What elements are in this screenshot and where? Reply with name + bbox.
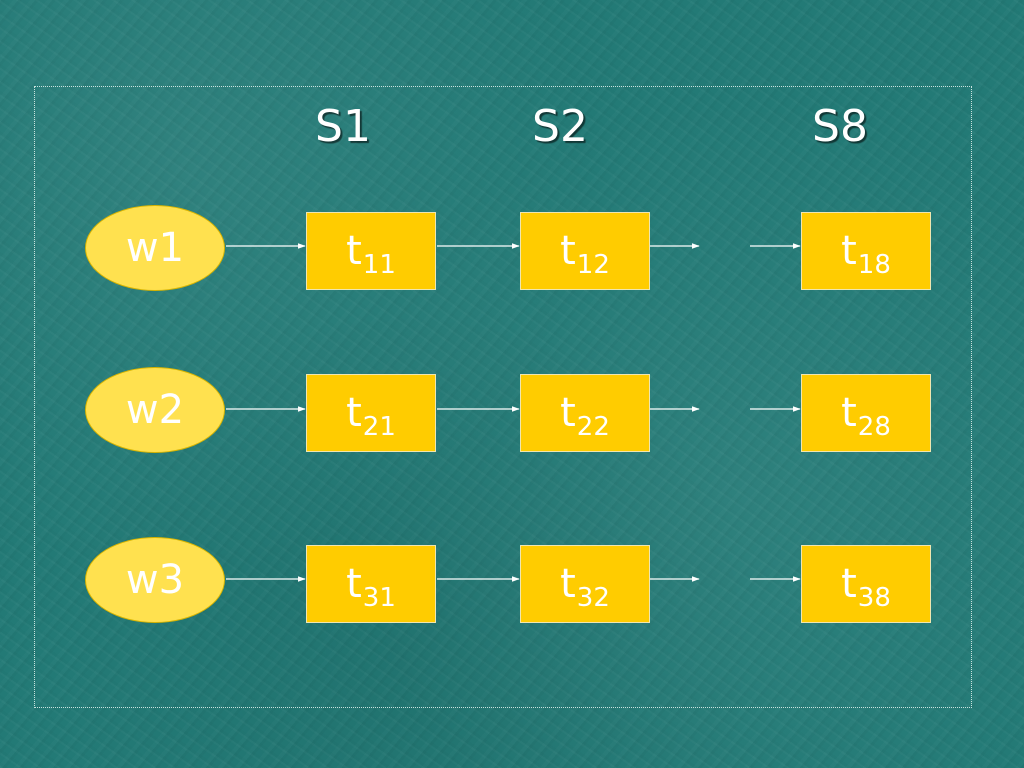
stage-label-s8: S8 [812, 101, 868, 152]
task-subscript: 22 [576, 412, 610, 442]
stage-label-s2: S2 [532, 101, 588, 152]
task-subscript: 18 [857, 250, 891, 280]
worker-node-w2: w2 [85, 367, 225, 453]
task-subscript: 28 [857, 412, 891, 442]
task-label: t [346, 561, 362, 607]
task-subscript: 11 [362, 250, 396, 280]
worker-node-w3: w3 [85, 537, 225, 623]
task-label: t [560, 390, 576, 436]
diagram-frame [34, 86, 972, 708]
worker-node-w1: w1 [85, 205, 225, 291]
task-label: t [841, 390, 857, 436]
task-subscript: 38 [857, 583, 891, 613]
task-label: t [841, 561, 857, 607]
stage-label-s1: S1 [315, 101, 371, 152]
task-label: t [560, 561, 576, 607]
task-subscript: 21 [362, 412, 396, 442]
task-subscript: 32 [576, 583, 610, 613]
task-subscript: 31 [362, 583, 396, 613]
task-label: t [346, 228, 362, 274]
task-label: t [346, 390, 362, 436]
task-label: t [560, 228, 576, 274]
task-label: t [841, 228, 857, 274]
task-subscript: 12 [576, 250, 610, 280]
